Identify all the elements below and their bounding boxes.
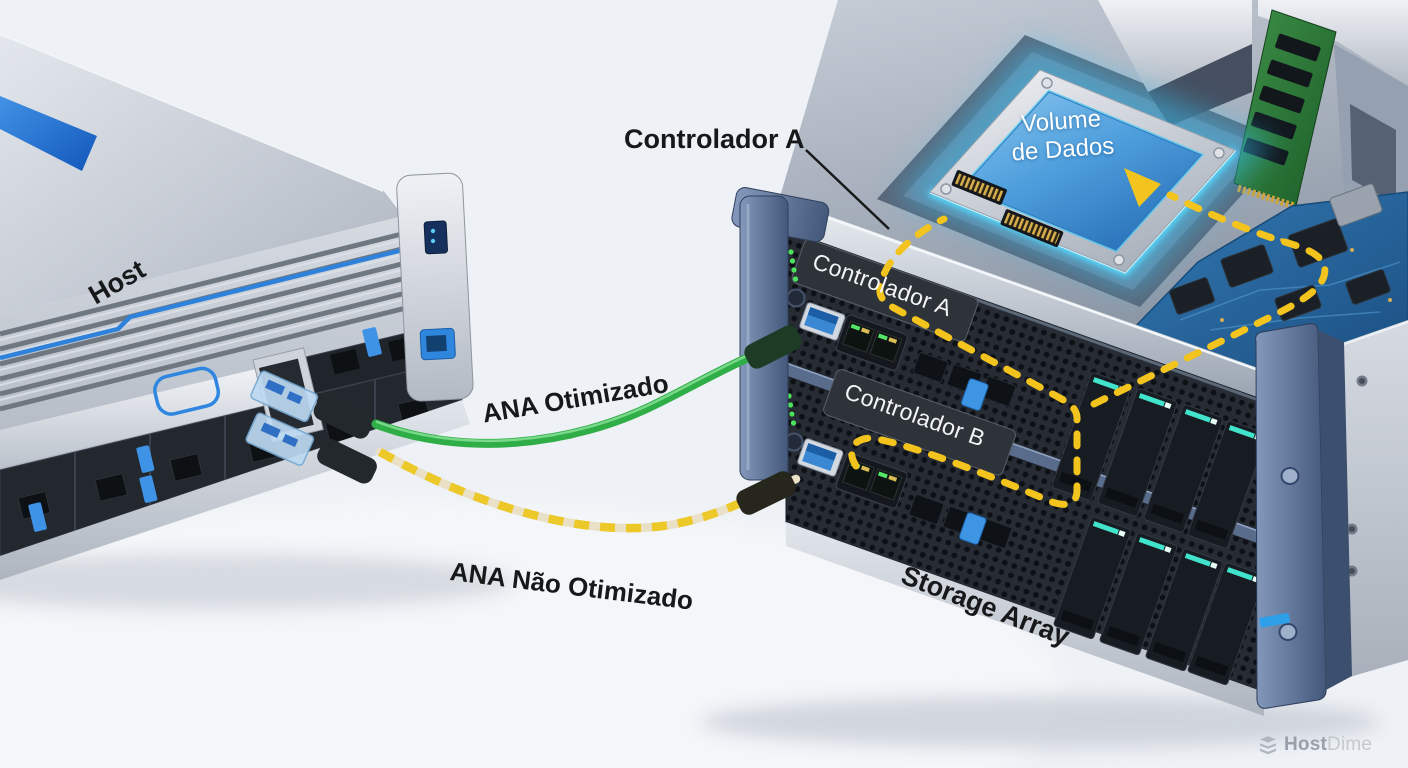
non-optimized-route — [848, 168, 1329, 508]
controller-a-sfp-port — [799, 302, 846, 341]
yellow-cable-boot-host — [317, 439, 377, 484]
host-shadow — [0, 554, 515, 610]
host-handle — [153, 366, 221, 416]
host-ear-port-small — [423, 220, 448, 255]
ram-module — [1233, 9, 1337, 210]
hostdime-logo: HostDime — [1257, 734, 1372, 756]
hostdime-stack-icon — [1260, 736, 1276, 755]
hostdime-wordmark: HostDime — [1284, 734, 1373, 755]
controller-a-ethernet-ports — [835, 314, 908, 371]
host-front-accent — [0, 239, 436, 361]
ssd-sata-connector — [951, 170, 1064, 248]
yellow-cable-dashes — [377, 448, 798, 533]
host-bezel — [0, 368, 270, 468]
controller-a-label-plate — [791, 239, 979, 342]
lc-connector-optimized — [250, 370, 319, 423]
host-top-accent — [0, 96, 97, 171]
controller-b-latch — [958, 512, 987, 545]
host-bottom-lip — [0, 400, 470, 580]
ssd-label-face — [962, 91, 1202, 251]
chassis-bottom-sill — [786, 522, 1264, 716]
route-arrowhead — [1124, 168, 1161, 207]
controller-a-latch — [960, 378, 989, 411]
controller-a-leader-line — [805, 149, 890, 230]
ssd-volume — [897, 42, 1273, 294]
host-rack-ear — [396, 172, 474, 402]
green-cable — [371, 336, 797, 448]
drive-tray-column — [1051, 372, 1268, 686]
array-shadow — [700, 696, 1380, 748]
storage-array — [731, 187, 1408, 716]
lc-connector-non-optimized — [245, 412, 315, 466]
controller-b-sfp-port — [797, 438, 844, 477]
route-through-controller-b — [848, 215, 1081, 508]
yellow-cable-boot-array — [736, 471, 796, 515]
metal-block-top — [1098, 0, 1252, 92]
motherboard — [1126, 183, 1408, 372]
green-cable-boot-host — [313, 395, 373, 439]
controller-a-button — [786, 288, 806, 308]
host-top-panel — [0, 33, 403, 316]
host-vent-slats — [0, 224, 431, 412]
route-across-motherboard — [1090, 191, 1329, 408]
cabling — [245, 325, 802, 533]
controller-a-callout: Controlador A — [624, 124, 805, 154]
right-rack-ear — [1255, 323, 1352, 709]
green-cable-boot-array — [744, 325, 802, 369]
